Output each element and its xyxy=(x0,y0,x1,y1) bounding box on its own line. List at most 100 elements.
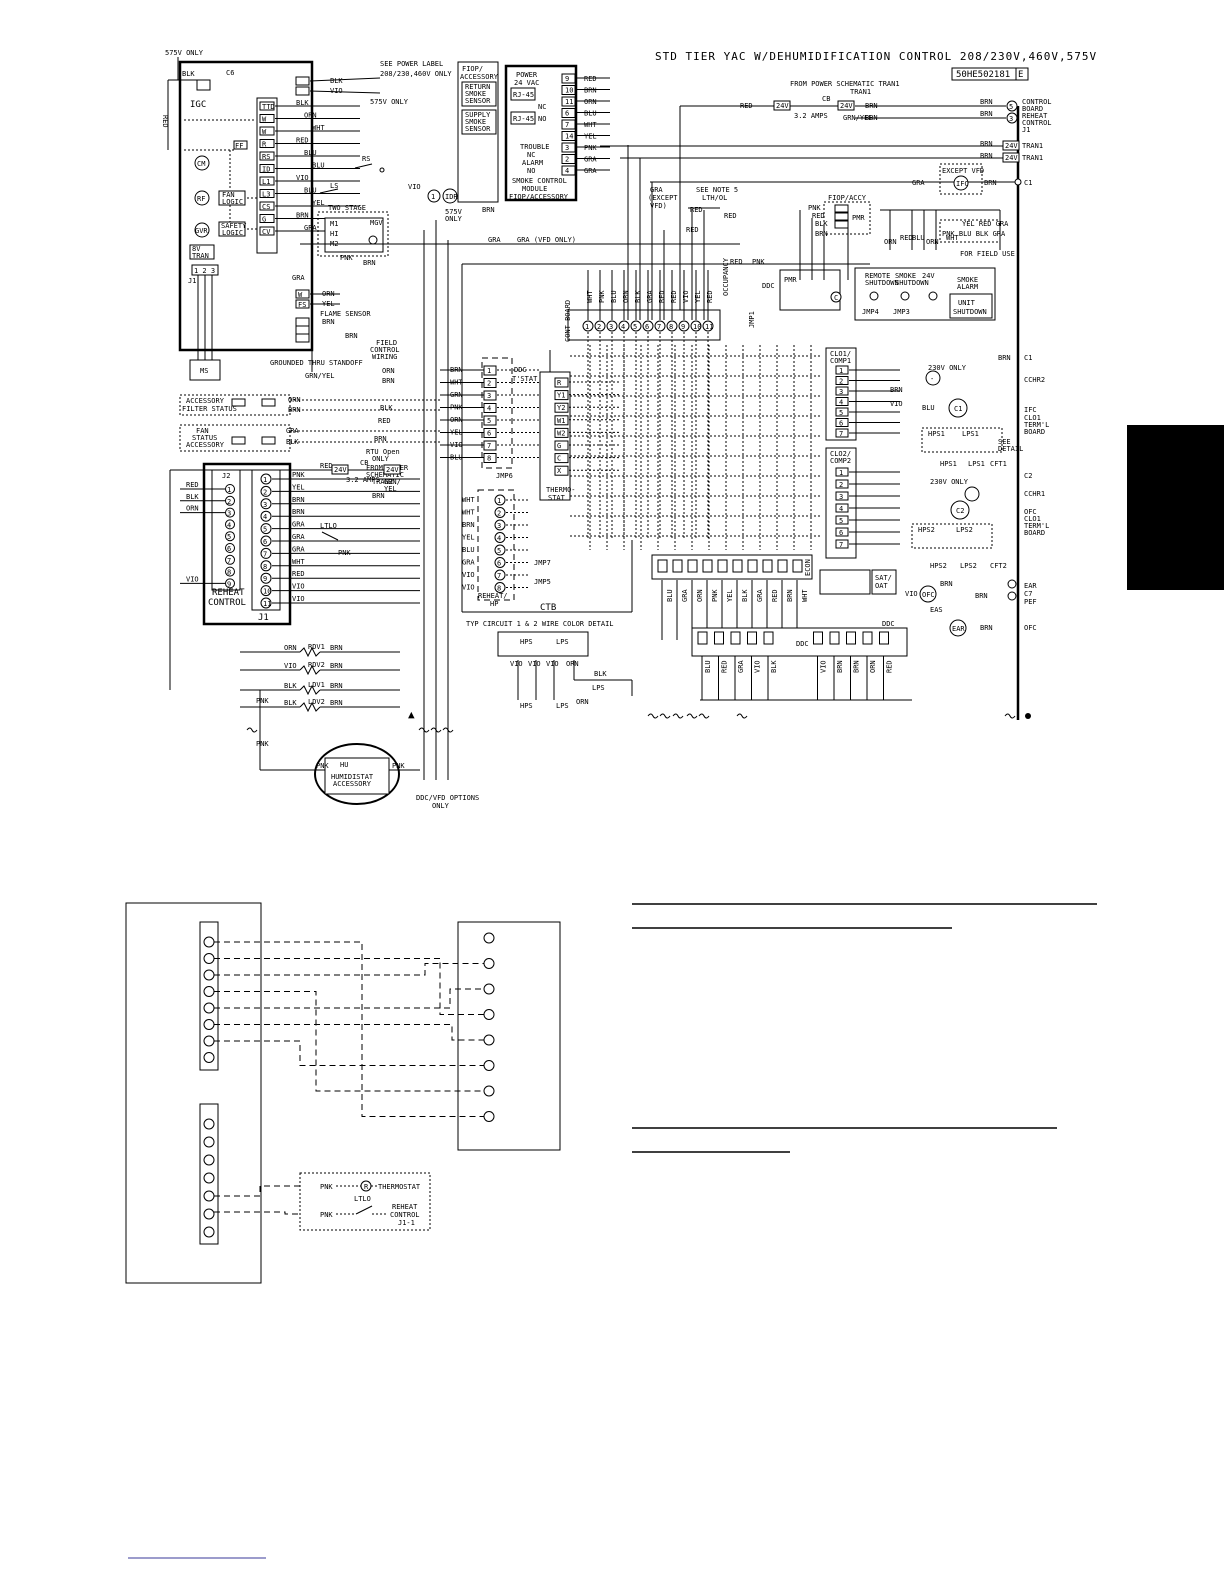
svg-text:BLK: BLK xyxy=(330,77,343,85)
svg-text:COMP2: COMP2 xyxy=(830,457,851,465)
ddc-wire-color: RED xyxy=(886,660,894,673)
reheat-hp-number: 6 xyxy=(497,560,501,568)
svg-text:OCCUPANCY: OCCUPANCY xyxy=(722,257,730,296)
reheat-j2-number: 7 xyxy=(227,557,231,565)
ltlo-label: LTLO xyxy=(354,1195,371,1203)
svg-text:DDC: DDC xyxy=(514,366,527,374)
svg-text:COMP1: COMP1 xyxy=(830,357,851,365)
svg-text:CFT2: CFT2 xyxy=(990,562,1007,570)
svg-text:BRN: BRN xyxy=(382,377,395,385)
econ-terminal xyxy=(717,559,728,573)
svg-text:HPS1: HPS1 xyxy=(940,460,957,468)
clo2-terminal xyxy=(835,503,849,513)
svg-text:FS: FS xyxy=(298,301,306,309)
svg-text:J1: J1 xyxy=(188,277,196,285)
svg-text:PMR: PMR xyxy=(852,214,865,222)
reheat-j1-wire-color: YEL xyxy=(292,483,305,491)
reheat-j1-terminal xyxy=(260,547,272,559)
svg-text:▲: ▲ xyxy=(408,708,415,721)
cont-board-terminal-number: 11 xyxy=(705,323,713,331)
valve-wire-right: BRN xyxy=(330,682,343,690)
right-block-terminal xyxy=(483,1009,495,1020)
svg-text:CLO1/: CLO1/ xyxy=(830,350,851,358)
svg-text:BLK: BLK xyxy=(594,670,607,678)
ms-box xyxy=(189,359,221,381)
ddc-wire-color: VIO xyxy=(820,660,828,673)
svg-text:BRN: BRN xyxy=(363,259,376,267)
reheat-j1-number: 1 xyxy=(263,476,267,484)
thermostat-terminal xyxy=(554,453,569,464)
svg-text:FAN: FAN xyxy=(222,191,235,199)
svg-text:PNK: PNK xyxy=(392,762,405,770)
svg-text:SMOKE: SMOKE xyxy=(895,272,916,280)
ddc-terminal xyxy=(763,631,774,645)
svg-text:24V: 24V xyxy=(1005,154,1018,162)
reheat-j1-wire-color: BRN xyxy=(292,496,305,504)
svg-text:WIRING: WIRING xyxy=(372,353,397,361)
svg-text:ACCESSORY: ACCESSORY xyxy=(186,441,225,449)
svg-text:CTB: CTB xyxy=(540,603,556,613)
econ-terminal xyxy=(792,559,803,573)
svg-text:C2: C2 xyxy=(1024,472,1032,480)
svg-text:RETURN: RETURN xyxy=(465,83,490,91)
reheat-hp-number: 2 xyxy=(497,510,501,518)
igc-terminal-label: R xyxy=(262,141,267,149)
ddc-terminal xyxy=(862,631,873,645)
svg-text:BRN: BRN xyxy=(890,386,903,394)
thermostat-reheat-box xyxy=(299,1172,431,1231)
svg-text:OFC: OFC xyxy=(1024,508,1037,516)
valve-wire-right: BRN xyxy=(330,699,343,707)
thermostat-terminal xyxy=(554,465,569,476)
svg-text:VIO: VIO xyxy=(510,660,523,668)
svg-text:GRA: GRA xyxy=(488,236,501,244)
igc-terminal-label: CS xyxy=(262,203,270,211)
igc-terminal-label: ID xyxy=(262,166,270,174)
svg-text:CONT BOARD: CONT BOARD xyxy=(564,300,572,342)
thermostat-terminal-label: Y2 xyxy=(557,404,565,412)
reheat-hp-number: 7 xyxy=(497,572,501,580)
reheat-j1-wire-color: GRA xyxy=(292,545,305,553)
igc-terminal xyxy=(259,139,275,148)
svg-text:IDR: IDR xyxy=(445,193,458,201)
valve-wire-right: BRN xyxy=(330,644,343,652)
smoke-wire-color: WHT xyxy=(584,121,597,129)
smoke-terminal-label: 3 xyxy=(565,144,569,152)
cont-board-wire-color: VIO xyxy=(682,290,690,303)
cont-board-wire-color: RED xyxy=(658,290,666,303)
econ-wire-color: YEL xyxy=(726,589,734,602)
svg-text:SENSOR: SENSOR xyxy=(465,125,491,133)
reheat-hp-wire-color: WHT xyxy=(462,509,475,517)
igc-terminal xyxy=(259,101,275,111)
svg-text:SCHEMATIC: SCHEMATIC xyxy=(366,471,404,479)
svg-text:BRN: BRN xyxy=(980,140,993,148)
valve-label: LDV1 xyxy=(308,681,325,689)
svg-text:REHEAT: REHEAT xyxy=(1022,112,1048,120)
svg-text:HPS2: HPS2 xyxy=(930,562,947,570)
reheat-hp-number: 4 xyxy=(497,535,501,543)
valve-label: RDV2 xyxy=(308,661,325,669)
reheat-hp-box xyxy=(477,489,515,601)
svg-text:GRN/: GRN/ xyxy=(384,478,401,486)
svg-text:24V: 24V xyxy=(776,102,789,110)
svg-text:TROUBLE: TROUBLE xyxy=(520,143,550,151)
svg-text:PNK: PNK xyxy=(752,258,765,266)
svg-text:PNK: PNK xyxy=(808,204,821,212)
cont-board-terminal-number: 8 xyxy=(669,323,673,331)
svg-text:ORN: ORN xyxy=(576,698,589,706)
svg-text:HUMIDISTAT: HUMIDISTAT xyxy=(331,773,374,781)
svg-text:JMP1: JMP1 xyxy=(748,311,756,328)
svg-text:3.2 AMPS: 3.2 AMPS xyxy=(794,112,828,120)
svg-text:CONTROL: CONTROL xyxy=(390,1211,420,1219)
valve-wire-left: ORN xyxy=(284,644,297,652)
svg-text:LPS1: LPS1 xyxy=(962,430,979,438)
igc-terminal-label: CV xyxy=(262,228,271,236)
valve-label: LDV2 xyxy=(308,698,325,706)
reheat-j1-number: 5 xyxy=(263,526,267,534)
fan-logic-box xyxy=(218,190,246,206)
svg-text:NC: NC xyxy=(538,103,546,111)
cont-board-wire-color: RED xyxy=(706,290,714,303)
svg-text:SMOKE CONTROL: SMOKE CONTROL xyxy=(512,177,567,185)
clo1-terminal xyxy=(835,407,849,417)
svg-text:GRA: GRA xyxy=(286,427,299,435)
clo2-terminal xyxy=(835,527,849,537)
